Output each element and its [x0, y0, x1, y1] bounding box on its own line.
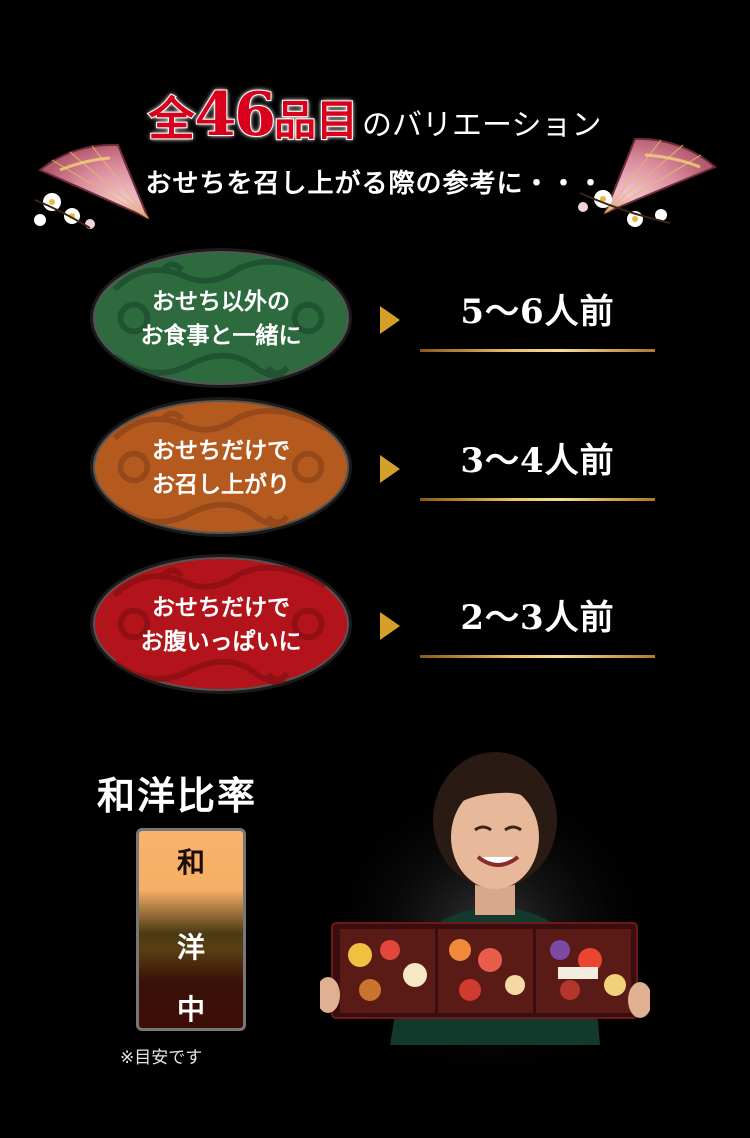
title-kin: 全	[148, 91, 196, 147]
serving-description: おせちだけで お腹いっぱいに	[93, 591, 349, 659]
fan-icon	[578, 137, 717, 227]
serving-row: おせちだけで お召し上がり 3〜4人前	[0, 397, 750, 537]
chef-photo	[320, 752, 650, 1075]
title-hinmoku: 品目	[273, 95, 359, 146]
ratio-note: ※目安です	[120, 1048, 203, 1068]
ratio-label-you: 洋	[176, 931, 205, 964]
serving-oval: おせちだけで お召し上がり	[90, 397, 352, 537]
title-suffix: のバリエーション	[362, 108, 602, 143]
arrow-right-icon	[380, 612, 400, 640]
serving-description-line1: おせちだけで	[152, 595, 290, 621]
page-subtitle: おせちを召し上がる際の参考に・・・	[145, 169, 605, 199]
serving-persons: 2〜3人前	[460, 598, 615, 638]
serving-description-line1: おせちだけで	[152, 438, 290, 464]
serving-oval: おせちだけで お腹いっぱいに	[90, 554, 352, 694]
arrow-right-icon	[380, 306, 400, 334]
plum-blossom-icon	[578, 190, 671, 227]
serving-row: おせちだけで お腹いっぱいに 2〜3人前	[0, 554, 750, 694]
serving-oval: おせち以外の お食事と一緒に	[90, 248, 352, 388]
ratio-title: 和洋比率	[97, 773, 258, 818]
gold-underline	[420, 349, 655, 352]
floral-pattern-icon	[112, 564, 333, 687]
ratio-label-chu: 中	[176, 993, 205, 1026]
serving-description-line1: おせち以外の	[152, 289, 290, 315]
serving-row: おせち以外の お食事と一緒に 5〜6人前	[0, 248, 750, 388]
fan-icon	[34, 143, 150, 229]
serving-description-line2: お召し上がり	[152, 472, 290, 498]
floral-pattern-icon	[112, 407, 333, 530]
serving-description-line2: お食事と一緒に	[140, 323, 302, 349]
header: 全46品目のバリエーション おせちを召し上がる際の参考に・・・	[0, 0, 750, 240]
ratio-label-wa: 和	[176, 846, 205, 879]
serving-description: おせちだけで お召し上がり	[93, 434, 349, 502]
serving-description-line2: お腹いっぱいに	[140, 629, 302, 655]
floral-pattern-icon	[112, 258, 333, 381]
serving-persons: 5〜6人前	[460, 292, 615, 332]
gold-underline	[420, 655, 655, 658]
plum-blossom-icon	[34, 193, 95, 229]
ratio-bar: 和 洋 中	[136, 828, 246, 1031]
gold-underline	[420, 498, 655, 501]
arrow-right-icon	[380, 455, 400, 483]
serving-persons: 3〜4人前	[460, 441, 615, 481]
serving-description: おせち以外の お食事と一緒に	[93, 285, 349, 353]
page-title: 全46品目のバリエーション	[0, 79, 750, 151]
title-count: 46	[194, 79, 277, 151]
